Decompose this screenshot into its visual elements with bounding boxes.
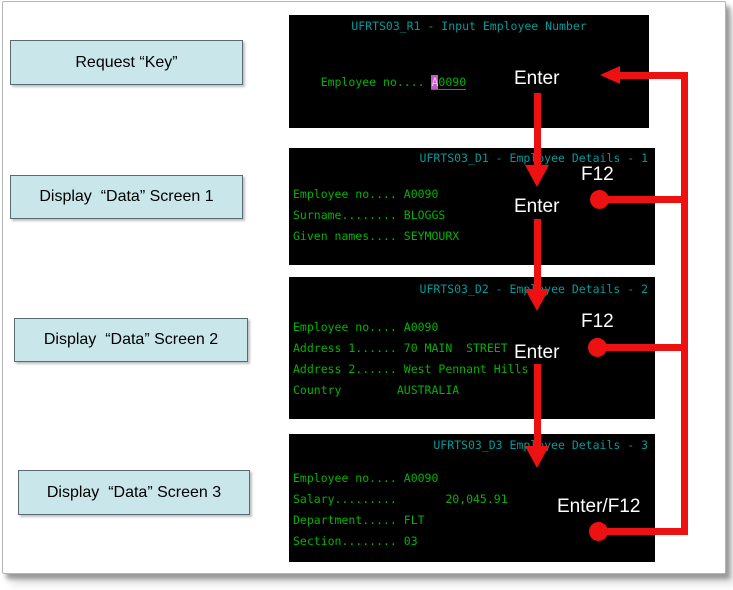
terminal-screen-title: UFRTS03_R1 - Input Employee Number	[351, 19, 587, 33]
step-label-text: Display “Data” Screen 1	[39, 188, 214, 205]
arrow-down-icon	[525, 446, 549, 468]
flow-f12-line-1	[599, 196, 688, 203]
terminal-field-lines: Employee no.... A0090 Surname........ BL…	[293, 184, 655, 247]
key-label-enter-3: Enter	[514, 342, 560, 363]
terminal-line: Country AUSTRALIA	[293, 383, 460, 397]
terminal-line: Employee no.... A0090	[293, 187, 439, 201]
terminal-screen-details-3: UFRTS03_D3 Employee Details - 3 Employee…	[289, 434, 655, 562]
employee-no-field-label: Employee no....	[320, 75, 432, 89]
terminal-line: Address 1...... 70 MAIN STREET	[293, 341, 508, 355]
terminal-screen-details-1: UFRTS03_D1 - Employee Details - 1 Employ…	[289, 148, 655, 265]
step-label-text: Display “Data” Screen 3	[46, 483, 222, 501]
step-label-text: Display “Data” Screen 2	[43, 331, 219, 348]
connector-dot-icon	[588, 338, 607, 357]
terminal-line: Section........ 03	[293, 534, 418, 548]
employee-no-field-row: Employee no.... A0090	[293, 51, 467, 114]
flow-enter-line-3	[534, 364, 541, 446]
terminal-cursor[interactable]: A	[431, 75, 439, 89]
terminal-line: Employee no.... A0090	[293, 471, 439, 485]
employee-no-input-value[interactable]: 0090	[438, 75, 467, 89]
terminal-line: Salary......... 20,045.91	[293, 492, 508, 506]
connector-dot-icon	[589, 522, 608, 541]
key-label-enter-1: Enter	[514, 68, 560, 89]
terminal-line: Surname........ BLOGGS	[293, 208, 446, 222]
arrow-down-icon	[525, 165, 549, 187]
terminal-line: Employee no.... A0090	[293, 320, 439, 334]
terminal-field-lines: Employee no.... A0090 Address 1...... 70…	[293, 317, 655, 401]
step-label-request-key: Request “Key”	[10, 40, 243, 85]
key-label-f12-2: F12	[581, 311, 614, 332]
arrow-left-icon	[600, 66, 620, 84]
key-label-f12-1: F12	[581, 164, 614, 185]
flow-enter-line-2	[534, 219, 541, 289]
step-label-display-screen-2: Display “Data” Screen 2	[14, 318, 248, 362]
terminal-screen-details-2: UFRTS03_D2 - Employee Details - 2 Employ…	[289, 277, 655, 419]
terminal-field-lines: Employee no.... A0090 Salary......... 20…	[293, 468, 655, 552]
flow-return-line-vertical	[681, 72, 688, 535]
step-label-display-screen-3: Display “Data” Screen 3	[18, 470, 250, 515]
terminal-line: Given names.... SEYMOURX	[293, 229, 460, 243]
key-label-enter-f12: Enter/F12	[557, 496, 641, 517]
step-label-text: Request “Key”	[75, 53, 178, 71]
arrow-down-icon	[525, 289, 549, 311]
flow-f12-line-2	[597, 344, 688, 351]
key-label-enter-2: Enter	[514, 196, 560, 217]
flow-enter-line-1	[534, 93, 541, 165]
connector-dot-icon	[590, 190, 609, 209]
terminal-screen-input-key: UFRTS03_R1 - Input Employee Number Emplo…	[289, 15, 649, 128]
flow-enter-f12-line	[598, 528, 688, 535]
terminal-line: Department..... FLT	[293, 513, 425, 527]
terminal-line: Address 2...... West Pennant Hills	[293, 362, 529, 376]
flow-return-line-top	[618, 72, 685, 79]
step-label-display-screen-1: Display “Data” Screen 1	[10, 175, 243, 219]
